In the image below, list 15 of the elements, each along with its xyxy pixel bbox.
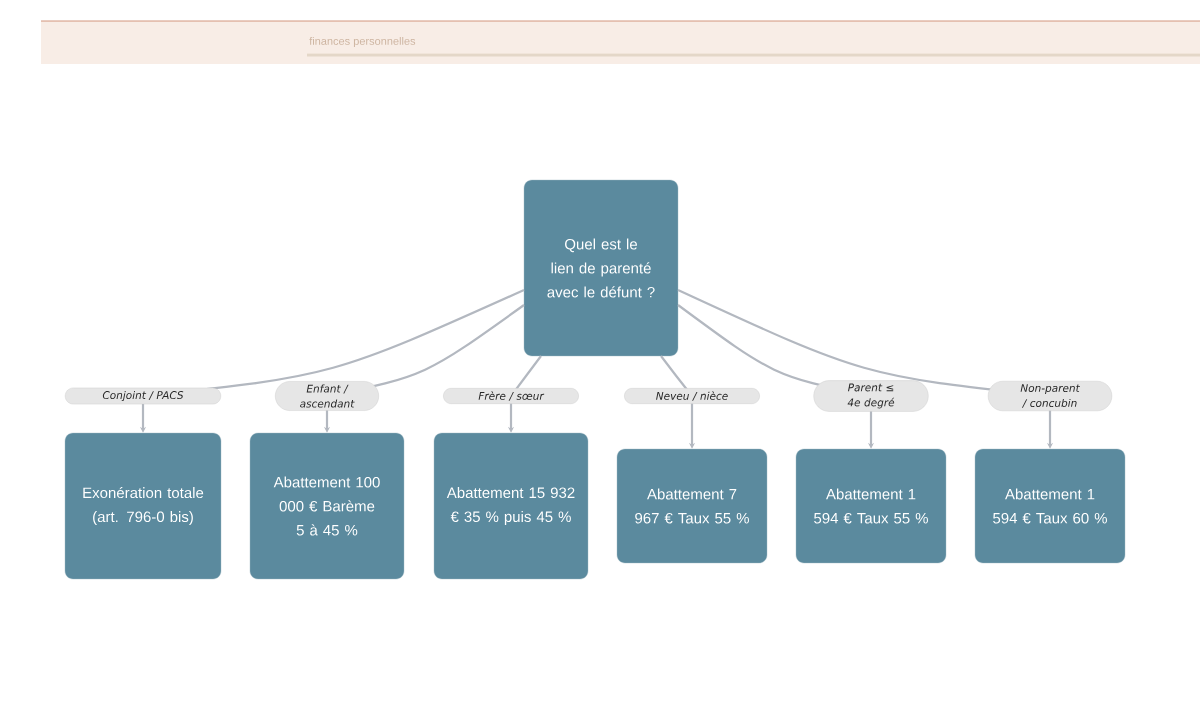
edge-label: Neveu / nièce <box>624 388 760 404</box>
header-tagline: finances personnelles <box>309 36 416 48</box>
question-box: Quel est le lien de parenté avec le défunt ? <box>523 179 679 357</box>
edge-label: Conjoint / PACS <box>65 387 221 405</box>
result-box: Abattement 1 594 € Taux 60 % <box>974 448 1126 564</box>
edge-label: Frère / sœur <box>443 388 579 404</box>
edge-label: Enfant / ascendant <box>275 381 379 411</box>
result-box: Abattement 7 967 € Taux 55 % <box>616 448 768 564</box>
edge-label: Parent ≤ 4e degré <box>813 380 929 412</box>
edge-label: Non-parent / concubin <box>987 381 1113 411</box>
result-box: Abattement 15 932 € 35 % puis 45 % <box>433 432 589 580</box>
result-box: Abattement 100 000 € Barème 5 à 45 % <box>249 432 405 580</box>
result-box: Exonération totale (art. 796-0 bis) <box>64 432 222 580</box>
result-box: Abattement 1 594 € Taux 55 % <box>795 448 947 564</box>
arrow <box>660 355 696 449</box>
